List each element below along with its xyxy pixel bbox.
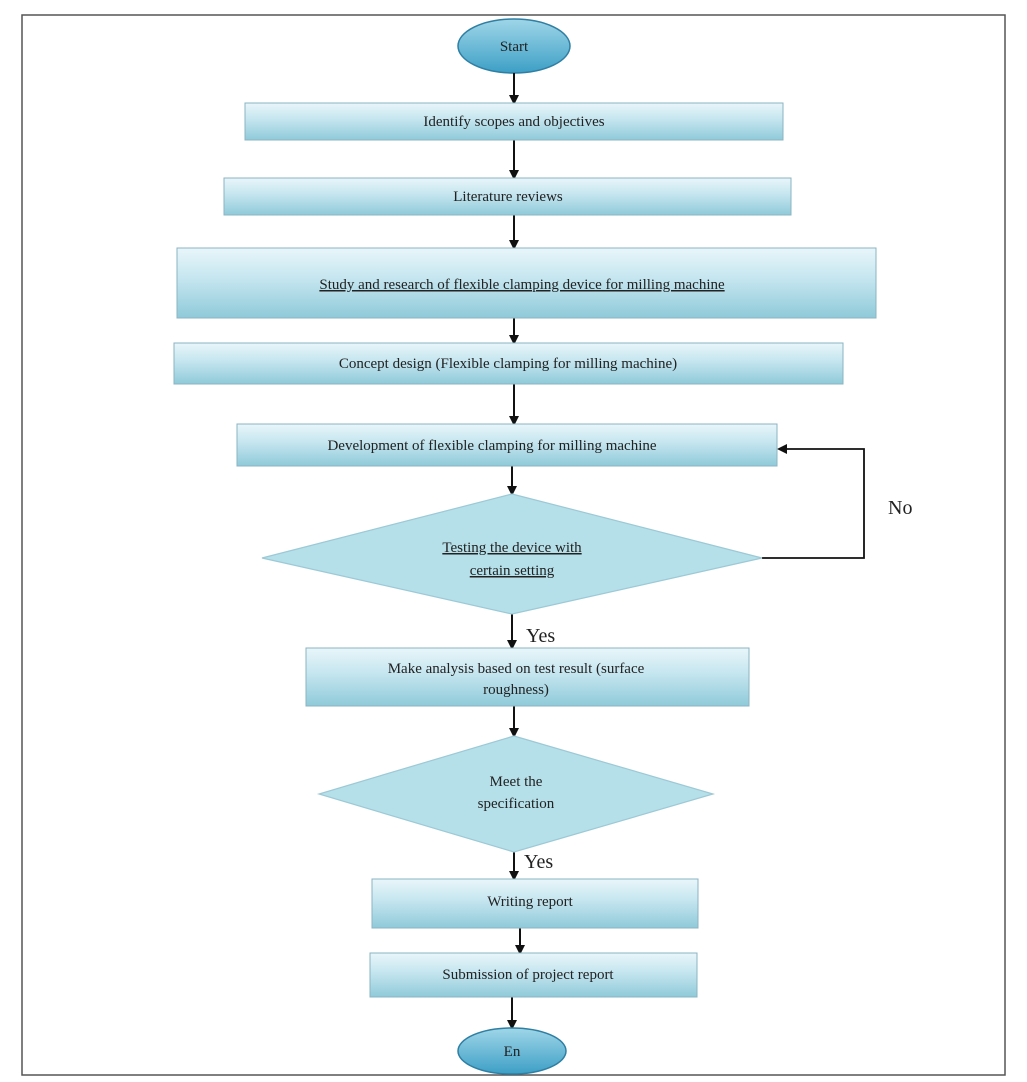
concept-design-box: Concept design (Flexible clamping for mi… (173, 342, 844, 385)
meet-label-line1: Meet the (490, 774, 543, 790)
start-label: Start (500, 39, 529, 55)
writing-report-box: Writing report (371, 878, 699, 929)
meet-label-line2: specification (478, 796, 555, 812)
development-label: Development of flexible clamping for mil… (327, 438, 656, 454)
meet-spec-decision: Meet the specification (316, 735, 716, 853)
concept-design-label: Concept design (Flexible clamping for mi… (339, 356, 677, 372)
analysis-label-line2: roughness) (483, 682, 549, 698)
writing-report-label: Writing report (487, 894, 573, 910)
no-label: No (888, 497, 912, 519)
analysis-box: Make analysis based on test result (surf… (305, 647, 750, 707)
study-research-box: Study and research of flexible clamping … (176, 247, 877, 319)
testing-label-line1: Testing the device with (442, 540, 582, 556)
analysis-label-line1: Make analysis based on test result (surf… (388, 661, 645, 677)
testing-decision: Testing the device with certain setting (261, 493, 763, 615)
arrow-no-loop (762, 444, 865, 559)
start-node: Start (457, 18, 571, 74)
literature-reviews-label: Literature reviews (453, 189, 563, 205)
end-label: En (504, 1044, 521, 1060)
submission-box: Submission of project report (369, 952, 698, 998)
identify-scopes-label: Identify scopes and objectives (423, 114, 604, 130)
submission-label: Submission of project report (442, 967, 614, 983)
literature-reviews-box: Literature reviews (223, 177, 792, 216)
identify-scopes-box: Identify scopes and objectives (244, 102, 784, 141)
yes-label-testing: Yes (526, 625, 555, 647)
study-research-label: Study and research of flexible clamping … (319, 277, 725, 293)
end-node: En (457, 1027, 567, 1075)
yes-label-meet: Yes (524, 851, 553, 873)
testing-label-line2: certain setting (470, 563, 555, 579)
development-box: Development of flexible clamping for mil… (236, 423, 778, 467)
